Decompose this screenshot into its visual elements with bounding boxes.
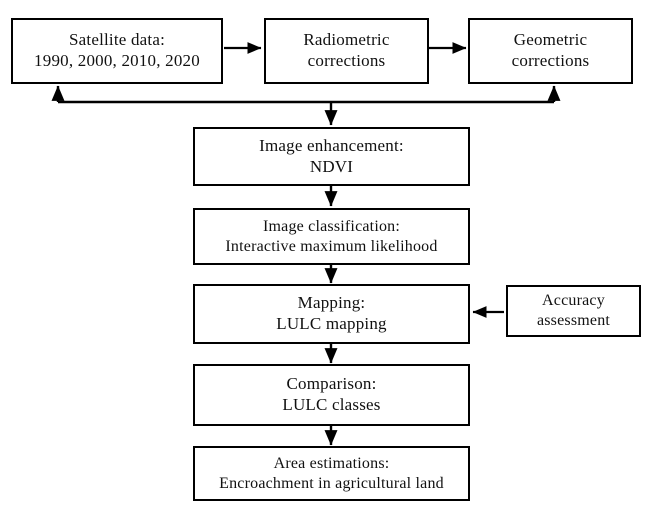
node-image-enhancement[interactable]: Image enhancement: NDVI <box>193 127 470 186</box>
node-accuracy-assessment-line2: assessment <box>536 312 611 329</box>
node-geometric-line2: corrections <box>511 51 590 70</box>
node-geometric-corrections[interactable]: Geometric corrections <box>468 18 633 84</box>
node-image-enhancement-line2: NDVI <box>309 156 354 176</box>
node-image-classification[interactable]: Image classification: Interactive maximu… <box>193 208 470 265</box>
node-radiometric-line2: corrections <box>307 51 386 70</box>
node-area-estimations-line2: Encroachment in agricultural land <box>219 474 444 492</box>
node-comparison-line2: LULC classes <box>282 395 381 414</box>
node-area-estimations-line1: Area estimations: <box>273 454 390 472</box>
node-image-classification-line2: Interactive maximum likelihood <box>225 237 438 255</box>
node-comparison-line1: Comparison: <box>286 374 377 394</box>
node-image-enhancement-line1: Image enhancement: <box>259 135 404 155</box>
node-accuracy-assessment-line1: Accuracy <box>542 292 605 310</box>
node-accuracy-assessment[interactable]: Accuracy assessment <box>506 285 641 337</box>
node-mapping-line1: Mapping: <box>297 293 366 313</box>
node-radiometric-corrections[interactable]: Radiometric corrections <box>264 18 429 84</box>
node-mapping[interactable]: Mapping: LULC mapping <box>193 284 470 344</box>
node-mapping-line2: LULC mapping <box>276 314 387 333</box>
node-comparison[interactable]: Comparison: LULC classes <box>193 364 470 426</box>
node-area-estimations[interactable]: Area estimations: Encroachment in agricu… <box>193 446 470 501</box>
node-satellite-data-line1: Satellite data: <box>69 30 165 50</box>
node-geometric-line1: Geometric <box>513 30 588 50</box>
node-image-classification-line1: Image classification: <box>262 217 401 235</box>
node-satellite-data-line2: 1990, 2000, 2010, 2020 <box>34 51 200 70</box>
node-radiometric-line1: Radiometric <box>303 30 390 50</box>
node-satellite-data[interactable]: Satellite data: 1990, 2000, 2010, 2020 <box>11 18 223 84</box>
